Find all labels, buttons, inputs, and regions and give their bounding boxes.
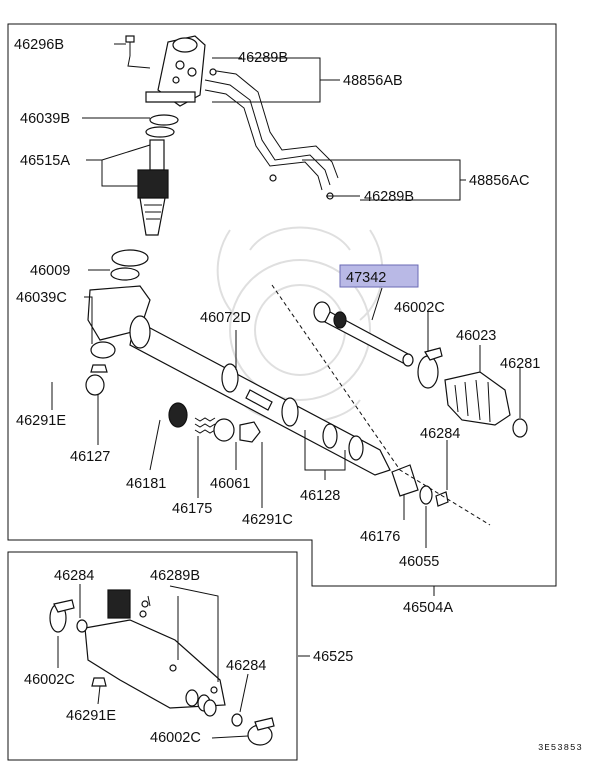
tie-rod-47342 bbox=[313, 301, 414, 367]
label-46525[interactable]: 46525 bbox=[313, 649, 353, 665]
plug-46061 bbox=[213, 418, 235, 442]
label-46061[interactable]: 46061 bbox=[210, 476, 250, 492]
label-46504A[interactable]: 46504A bbox=[403, 600, 453, 616]
part-labels: 46296B 46289B 48856AB 46039B 46515A 4885… bbox=[14, 37, 583, 753]
bolt-46296B bbox=[125, 35, 135, 56]
plug-46127 bbox=[85, 374, 105, 396]
bushing-46176 bbox=[391, 464, 419, 497]
label-46128[interactable]: 46128 bbox=[300, 488, 340, 504]
nut-46291E-b bbox=[91, 677, 107, 687]
label-46072D[interactable]: 46072D bbox=[200, 310, 251, 326]
valve-housing bbox=[145, 35, 206, 107]
nut-46291E-top bbox=[90, 364, 108, 373]
clamp-46002C-b2 bbox=[247, 717, 275, 746]
label-46009[interactable]: 46009 bbox=[30, 263, 70, 279]
label-46002C-top[interactable]: 46002C bbox=[394, 300, 445, 316]
label-46002C-b2[interactable]: 46002C bbox=[150, 730, 201, 746]
label-48856AC[interactable]: 48856AC bbox=[469, 173, 529, 189]
washer-46284-b1 bbox=[76, 619, 88, 633]
label-48856AB[interactable]: 48856AB bbox=[343, 73, 403, 89]
label-46127[interactable]: 46127 bbox=[70, 449, 110, 465]
highlight-box-47342 bbox=[339, 264, 419, 288]
sub-frame bbox=[7, 551, 298, 761]
clamp-46002C-top bbox=[417, 347, 443, 389]
label-46055[interactable]: 46055 bbox=[399, 554, 439, 570]
label-46039B[interactable]: 46039B bbox=[20, 111, 70, 127]
spring-46175 bbox=[194, 417, 216, 434]
label-46291C[interactable]: 46291C bbox=[242, 512, 293, 528]
label-46296B[interactable]: 46296B bbox=[14, 37, 64, 53]
label-46289B-b[interactable]: 46289B bbox=[150, 568, 200, 584]
bearing-46009 bbox=[110, 249, 149, 281]
label-46176[interactable]: 46176 bbox=[360, 529, 400, 545]
label-46181[interactable]: 46181 bbox=[126, 476, 166, 492]
leader-lines bbox=[51, 43, 521, 739]
label-46039C[interactable]: 46039C bbox=[16, 290, 67, 306]
label-46289B-mid[interactable]: 46289B bbox=[364, 189, 414, 205]
rack-housing bbox=[87, 285, 391, 476]
label-46291E-top[interactable]: 46291E bbox=[16, 413, 66, 429]
sub-valve-assembly bbox=[84, 589, 226, 717]
label-46002C-b1[interactable]: 46002C bbox=[24, 672, 75, 688]
pressure-tubes bbox=[204, 68, 339, 200]
label-46291E-b[interactable]: 46291E bbox=[66, 708, 116, 724]
label-46284-b1[interactable]: 46284 bbox=[54, 568, 94, 584]
label-46284-top[interactable]: 46284 bbox=[420, 426, 460, 442]
seal-46039C bbox=[90, 341, 116, 359]
boot-46023 bbox=[444, 371, 511, 426]
drawing-code: 3E53853 bbox=[538, 743, 583, 753]
nut-46284-top bbox=[435, 491, 449, 507]
main-frame bbox=[7, 23, 557, 587]
dashed-guide bbox=[271, 284, 491, 526]
pinion-46515A bbox=[137, 139, 169, 236]
seal-46039B bbox=[149, 114, 179, 126]
clamp-46002C-b1 bbox=[49, 599, 75, 633]
label-46281[interactable]: 46281 bbox=[500, 356, 540, 372]
seal-46039B-2 bbox=[145, 126, 175, 138]
yoke-46181 bbox=[168, 402, 188, 428]
nut-46291C bbox=[239, 421, 261, 443]
label-46023[interactable]: 46023 bbox=[456, 328, 496, 344]
label-46284-b2[interactable]: 46284 bbox=[226, 658, 266, 674]
label-46289B-top[interactable]: 46289B bbox=[238, 50, 288, 66]
label-46515A[interactable]: 46515A bbox=[20, 153, 70, 169]
washer-46284-b2 bbox=[231, 713, 243, 727]
label-46175[interactable]: 46175 bbox=[172, 501, 212, 517]
clamp-46281 bbox=[512, 418, 528, 438]
label-47342[interactable]: 47342 bbox=[346, 270, 386, 286]
